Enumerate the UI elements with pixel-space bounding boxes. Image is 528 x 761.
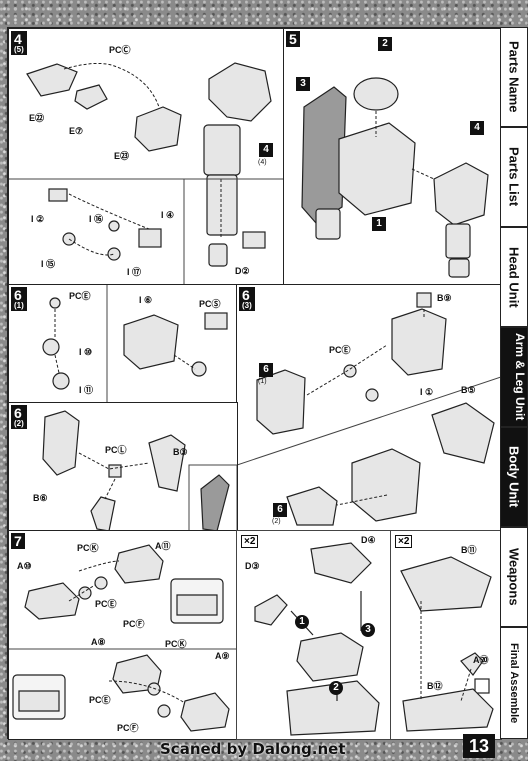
step-4-number: 4(5)	[11, 31, 27, 55]
tab-head-unit[interactable]: Head Unit	[500, 227, 528, 327]
label-i4: I ④	[161, 210, 175, 220]
step-6-1-illustration	[42, 285, 228, 403]
label-pck: PCⓀ	[77, 543, 99, 553]
label-b12: B⑫	[427, 681, 443, 691]
label-pce-7-2: PCⒺ	[89, 695, 111, 705]
label-b5: B⑤	[461, 385, 476, 395]
label-d4: D④	[361, 535, 376, 545]
ref-step-6-2-sub: (2)	[272, 518, 281, 525]
label-pcf-7: PCⒻ	[123, 619, 145, 629]
tab-parts-name[interactable]: Parts Name	[500, 27, 528, 127]
label-pcs: PCⓈ	[199, 299, 221, 309]
label-pce-7: PCⒺ	[95, 599, 117, 609]
step-7-shoulder-illustration	[254, 542, 380, 736]
order-3-badge: 3	[361, 623, 375, 637]
label-b3-6-2: B③	[173, 447, 188, 457]
step-7-number: 7	[11, 533, 25, 549]
order-1-badge: 1	[295, 615, 309, 629]
label-e7: E⑦	[69, 126, 84, 136]
label-pcl: PCⓁ	[105, 445, 127, 455]
part-2-badge: 2	[378, 37, 392, 51]
label-i17: I ⑰	[127, 267, 142, 277]
step-7-illustration	[9, 544, 237, 732]
ref-step-6-1-badge: 6	[259, 363, 273, 377]
label-i1: I ①	[420, 387, 434, 397]
label-pcf-7-2: PCⒻ	[117, 723, 139, 733]
step-5-illustration	[301, 77, 489, 278]
label-a9: A⑨	[215, 651, 230, 661]
quantity-x2-badge-2: ×2	[395, 535, 413, 548]
step-7-foot-illustration	[400, 556, 494, 732]
label-i6: I ⑥	[139, 295, 153, 305]
label-pcc: PCⒸ	[109, 45, 131, 55]
label-pce-6-1: PCⒺ	[69, 291, 91, 301]
step-6-2-number: 6(2)	[11, 405, 27, 429]
label-i11: I ⑪	[79, 385, 94, 395]
step-6-3-number: 6(3)	[239, 287, 255, 311]
instruction-sheet: 4(5) PCⒸ E㉒ E⑦ E㉓ I ② I ⑯ I ④ I ⑮ I ⑰ D②…	[7, 27, 502, 740]
label-i15: I ⑮	[41, 259, 56, 269]
label-pck-2: PCⓀ	[165, 639, 187, 649]
step-5-panel: 5 2 3 4 1	[283, 28, 502, 286]
scan-credit: Scaned by Dalong.net	[160, 740, 346, 758]
order-2-badge: 2	[329, 681, 343, 695]
label-pce-6-3: PCⒺ	[329, 345, 351, 355]
label-a8: A⑧	[91, 637, 106, 647]
step-7-subpanel-foot: ×2 B⑪ A⑳ B⑫	[390, 530, 502, 740]
label-b6: B⑥	[33, 493, 48, 503]
label-d2: D②	[235, 266, 250, 276]
ref-step-6-2-badge: 6	[273, 503, 287, 517]
step-6-3-panel: 6(3) B⑨ PCⒺ I ① B⑤ 6 (1) 6 (2)	[236, 284, 502, 532]
ref-step-6-1-sub: (1)	[258, 378, 267, 385]
label-i2: I ②	[31, 214, 45, 224]
step-6-3-illustration	[237, 292, 501, 526]
quantity-x2-badge: ×2	[241, 535, 259, 548]
label-i16: I ⑯	[89, 214, 104, 224]
step-6-1-panel: 6(1) PCⒺ I ⑩ I ⑪ I ⑥ PCⓈ	[8, 284, 238, 404]
step-4-panel: 4(5) PCⒸ E㉒ E⑦ E㉓ I ② I ⑯ I ④ I ⑮ I ⑰ D②…	[8, 28, 285, 286]
label-a10: A⑩	[17, 561, 32, 571]
tab-arm-leg-unit[interactable]: Arm & Leg Unit	[500, 327, 528, 427]
label-e23: E㉓	[114, 151, 130, 161]
page-number: 13	[463, 734, 496, 758]
label-d3: D③	[245, 561, 260, 571]
step-7-subpanel-shoulder: ×2 D③ D④ 1 2 3	[236, 530, 392, 740]
tab-parts-list[interactable]: Parts List	[500, 127, 528, 227]
label-a20: A⑳	[473, 655, 489, 665]
label-b9: B⑨	[437, 293, 452, 303]
label-a11: A⑪	[155, 541, 171, 551]
part-4-badge: 4	[470, 121, 484, 135]
tab-weapons[interactable]: Weapons	[500, 527, 528, 627]
ref-step-4-badge: 4	[259, 143, 273, 157]
tab-final-assemble[interactable]: Final Assemble	[500, 627, 528, 739]
step-4-illustration	[9, 62, 284, 285]
label-e22: E㉒	[29, 113, 45, 123]
label-i10: I ⑩	[79, 347, 93, 357]
tab-body-unit[interactable]: Body Unit	[500, 427, 528, 527]
step-5-number: 5	[286, 31, 300, 47]
part-1-badge: 1	[372, 217, 386, 231]
section-tabs: Parts Name Parts List Head Unit Arm & Le…	[500, 27, 528, 739]
label-b11: B⑪	[461, 545, 477, 555]
step-7-panel: 7 PCⓀ A⑪ A⑩ PCⒺ PCⒻ A⑧ PCⓀ A⑨ PCⒺ PCⒻ	[8, 530, 238, 740]
ref-step-4-sub: (4)	[258, 159, 267, 166]
step-6-1-number: 6(1)	[11, 287, 27, 311]
step-6-2-illustration	[42, 410, 237, 531]
step-6-2-panel: 6(2) PCⓁ B③ B⑥ B④	[8, 402, 238, 539]
part-3-badge: 3	[296, 77, 310, 91]
